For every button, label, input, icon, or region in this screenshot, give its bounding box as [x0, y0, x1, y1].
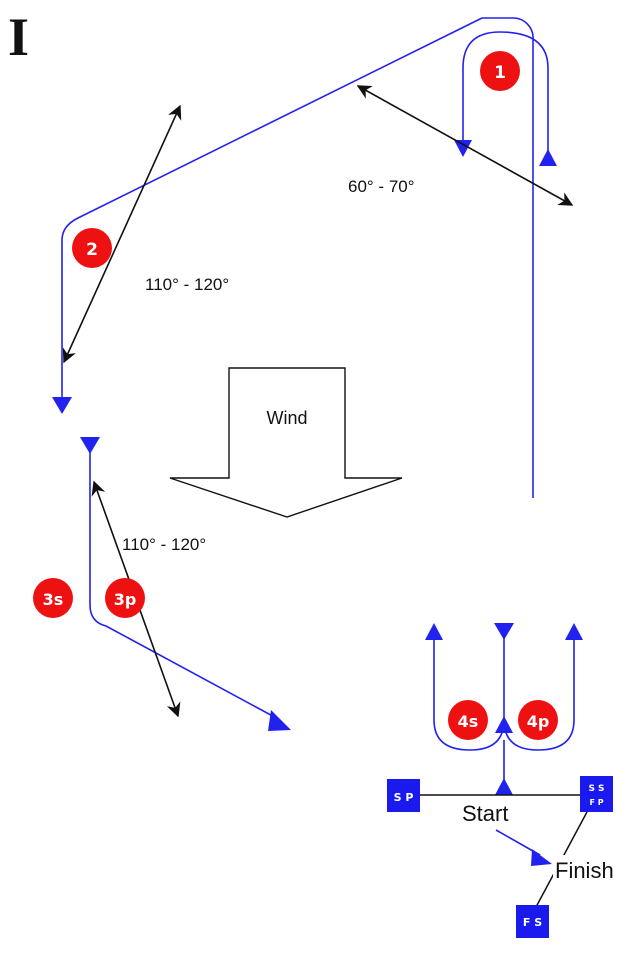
arrowhead-leg3-end — [268, 710, 291, 731]
course-arrowheads — [52, 140, 583, 866]
mark-3s: 3s — [33, 578, 73, 618]
arrowhead-down-mark2 — [52, 397, 72, 414]
mark-4s-label: 4s — [458, 712, 479, 731]
angle-label-leg3: 110° - 120° — [122, 535, 206, 554]
mark-1-label: 1 — [494, 63, 506, 83]
start-label-bg — [458, 797, 526, 825]
mark-4p: 4p — [518, 700, 558, 740]
arrowhead-up-gate-left — [425, 623, 443, 640]
mark-3p-label: 3p — [114, 590, 137, 609]
arrowhead-finish-approach — [531, 849, 552, 866]
arrowhead-down-gate-mid — [494, 623, 514, 640]
mark-1: 1 — [480, 51, 520, 91]
angle-label-leg2: 110° - 120° — [145, 275, 229, 294]
finish-label-bg — [553, 855, 633, 883]
start-pin-label: S P — [394, 791, 414, 804]
course-letter: I — [8, 7, 29, 67]
mark-2: 2 — [72, 228, 112, 268]
finish-boat: F S — [516, 905, 549, 938]
mark-3s-label: 3s — [43, 590, 64, 609]
committee-boat-top-label: S S — [588, 784, 604, 794]
arrowhead-down-leg3-start — [80, 437, 100, 454]
committee-boat-bottom-label: F P — [589, 798, 603, 807]
arrowhead-up-from-start — [495, 716, 513, 733]
arrowhead-up-start-line — [495, 778, 513, 795]
mark-3p: 3p — [105, 578, 145, 618]
arrowhead-up-gate-right — [565, 623, 583, 640]
wind-arrow: Wind — [169, 367, 403, 518]
committee-boat: S S F P — [580, 776, 613, 812]
arrowhead-up-mark1-outer — [539, 149, 557, 166]
wind-label: Wind — [266, 408, 307, 428]
finish-label: Finish — [555, 858, 614, 883]
angle-arrow-leg1 — [356, 85, 574, 206]
finish-boat-label: F S — [523, 916, 542, 929]
start-pin-boat: S P — [387, 779, 420, 812]
mark-2-label: 2 — [86, 240, 98, 260]
angle-label-leg1: 60° - 70° — [348, 177, 415, 196]
angle-arrow-leg2 — [62, 104, 182, 364]
mark-4p-label: 4p — [527, 712, 550, 731]
start-label: Start — [462, 801, 508, 826]
mark-4s: 4s — [448, 700, 488, 740]
